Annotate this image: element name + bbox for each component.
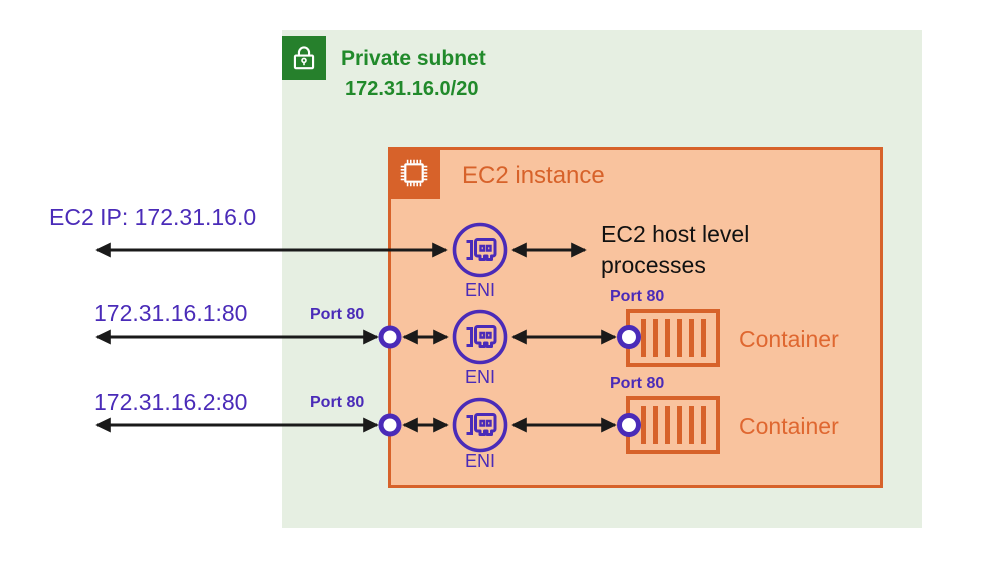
container1-ip-label: 172.31.16.1:80 bbox=[94, 300, 248, 326]
port80-label-container-1: Port 80 bbox=[610, 288, 665, 305]
host-processes-label: EC2 host level processes bbox=[601, 221, 750, 278]
container-icon bbox=[626, 309, 720, 367]
subnet-title: Private subnet bbox=[341, 47, 486, 70]
eni-icon bbox=[450, 220, 510, 280]
subnet-cidr: 172.31.16.0/20 bbox=[345, 78, 479, 100]
port80-label-boundary-1: Port 80 bbox=[310, 306, 365, 323]
chip-icon bbox=[388, 147, 440, 199]
container-label: Container bbox=[739, 326, 839, 352]
container-bar bbox=[640, 406, 646, 444]
lock-icon bbox=[282, 36, 326, 80]
eni-icon bbox=[450, 395, 510, 455]
container-icon bbox=[626, 396, 720, 454]
container2-ip-label: 172.31.16.2:80 bbox=[94, 389, 248, 415]
port80-label-container-2: Port 80 bbox=[610, 375, 665, 392]
eni-label: ENI bbox=[464, 280, 495, 300]
container-label: Container bbox=[739, 413, 839, 439]
container-bar bbox=[640, 319, 646, 357]
port80-label-boundary-2: Port 80 bbox=[310, 394, 365, 411]
eni-label: ENI bbox=[464, 367, 495, 387]
eni-label: ENI bbox=[464, 451, 495, 471]
ec2-instance-title: EC2 instance bbox=[462, 162, 605, 189]
host-ip-label: EC2 IP: 172.31.16.0 bbox=[49, 204, 257, 230]
eni-icon bbox=[450, 307, 510, 367]
